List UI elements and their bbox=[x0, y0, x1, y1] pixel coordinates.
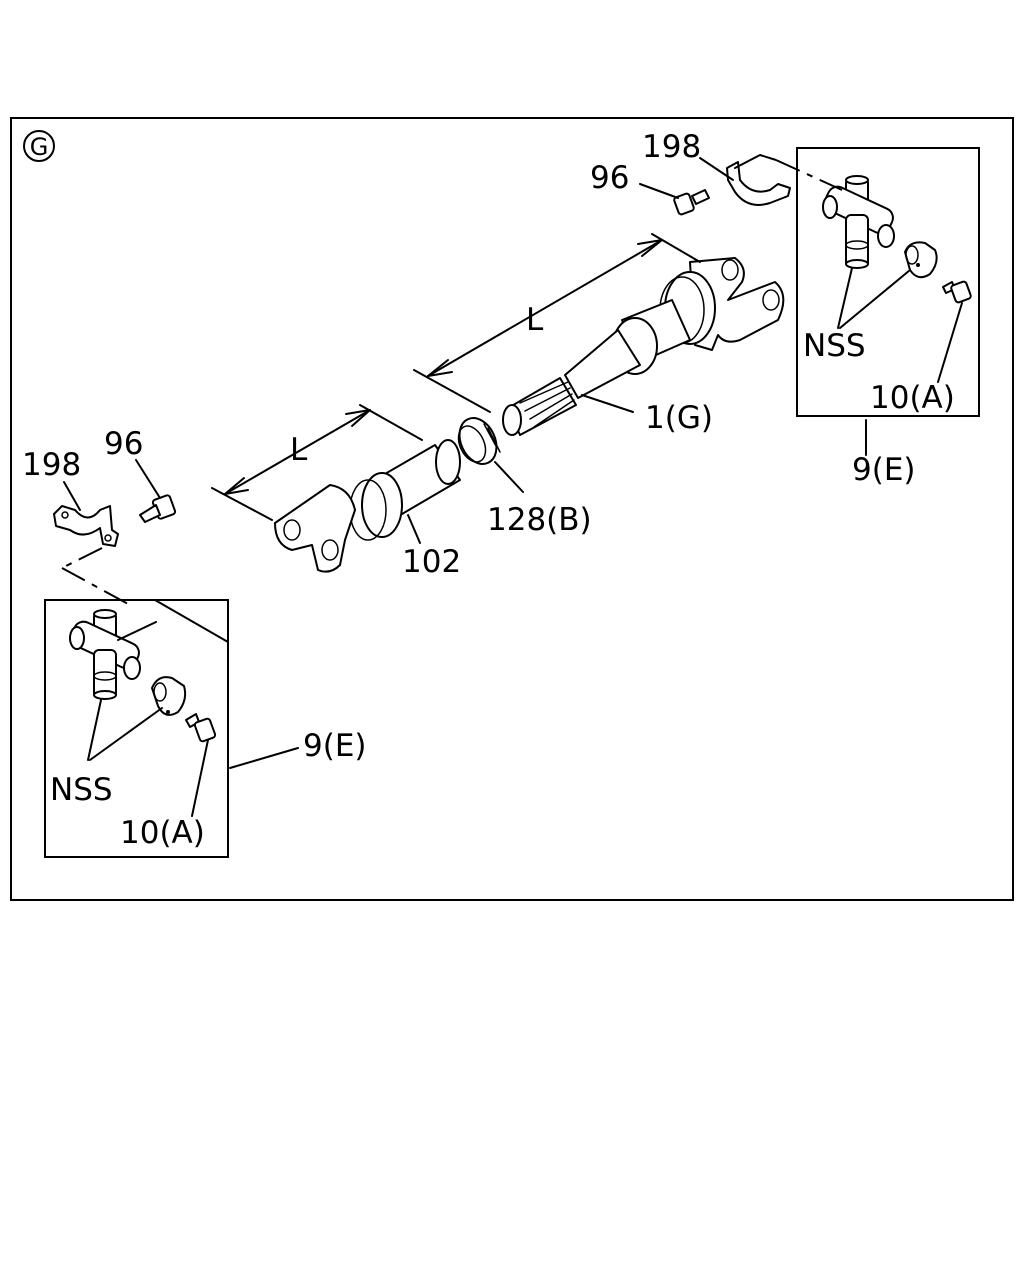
clamp-label-top: 198 bbox=[642, 129, 701, 165]
ring-label: 128(B) bbox=[487, 502, 592, 538]
joint-kit-box-right bbox=[796, 147, 980, 417]
ring-128b bbox=[457, 417, 501, 465]
bolt-label-left: 96 bbox=[104, 426, 143, 462]
dimension-l-lower bbox=[211, 404, 423, 521]
nss-label-left: NSS bbox=[50, 772, 113, 808]
front-shaft-1g bbox=[502, 257, 785, 436]
yoke-tube-label: 102 bbox=[402, 544, 461, 580]
clamp-label-left: 198 bbox=[22, 447, 81, 483]
length-label-lower: L bbox=[290, 432, 308, 468]
bolt-kit-label-right: 10(A) bbox=[870, 380, 955, 416]
section-marker-letter: G bbox=[30, 133, 49, 161]
front-shaft-label: 1(G) bbox=[645, 400, 713, 436]
bearing-cap-plate-left bbox=[151, 676, 187, 716]
bearing-cap-plate-right bbox=[904, 241, 938, 279]
bolt-kit-label-left: 10(A) bbox=[120, 815, 205, 851]
universal-joint-right bbox=[822, 175, 895, 269]
bolt-96-left bbox=[139, 494, 177, 523]
section-marker: G bbox=[23, 130, 55, 162]
length-label-upper: L bbox=[526, 302, 544, 338]
bolt-96-top bbox=[673, 189, 710, 216]
dimension-l-upper bbox=[413, 233, 701, 413]
bolt-label-top: 96 bbox=[590, 160, 629, 196]
joint-kit-label-left: 9(E) bbox=[303, 728, 367, 764]
yoke-tube-102 bbox=[274, 439, 461, 573]
bolt-10a-right bbox=[942, 280, 972, 304]
diagram-frame bbox=[10, 117, 1014, 901]
bolt-10a-left bbox=[185, 713, 217, 743]
clamp-198-left bbox=[53, 505, 119, 547]
universal-joint-left bbox=[69, 609, 141, 700]
joint-kit-label-right: 9(E) bbox=[852, 452, 916, 488]
clamp-198-top bbox=[726, 154, 791, 206]
nss-label-right: NSS bbox=[803, 328, 866, 364]
